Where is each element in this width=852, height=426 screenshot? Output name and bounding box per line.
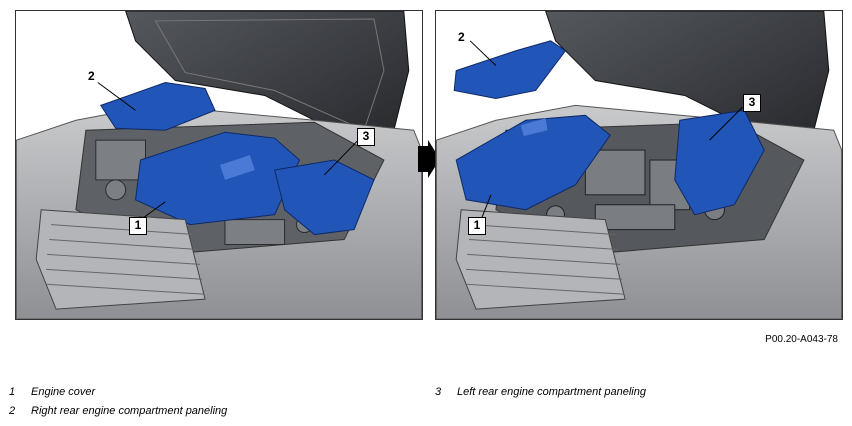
legend-item-3: 3 Left rear engine compartment paneling [435, 386, 646, 398]
figure-panel-installed [15, 10, 423, 320]
callout-1-left: 1 [129, 217, 147, 235]
callout-3-left: 3 [357, 128, 375, 146]
engine-bay-illustration-installed [16, 11, 422, 319]
legend-item-1: 1 Engine cover [9, 386, 95, 398]
legend-num: 2 [9, 405, 16, 417]
legend-text: Right rear engine compartment paneling [31, 405, 228, 417]
figure-id: P00.20-A043-78 [765, 334, 838, 345]
legend-item-2: 2 Right rear engine compartment paneling [9, 405, 227, 417]
legend-num: 3 [435, 386, 442, 398]
legend-text: Engine cover [31, 386, 96, 398]
callout-3-right: 3 [743, 94, 761, 112]
callout-1-right: 1 [468, 217, 486, 235]
legend-num: 1 [9, 386, 16, 398]
callout-2-right: 2 [458, 30, 465, 44]
callout-2-left: 2 [88, 69, 95, 83]
legend-text: Left rear engine compartment paneling [457, 386, 646, 398]
arrow-right-icon [418, 140, 440, 178]
engine-bay-illustration-removed [436, 11, 842, 319]
figure-panel-removed [435, 10, 843, 320]
